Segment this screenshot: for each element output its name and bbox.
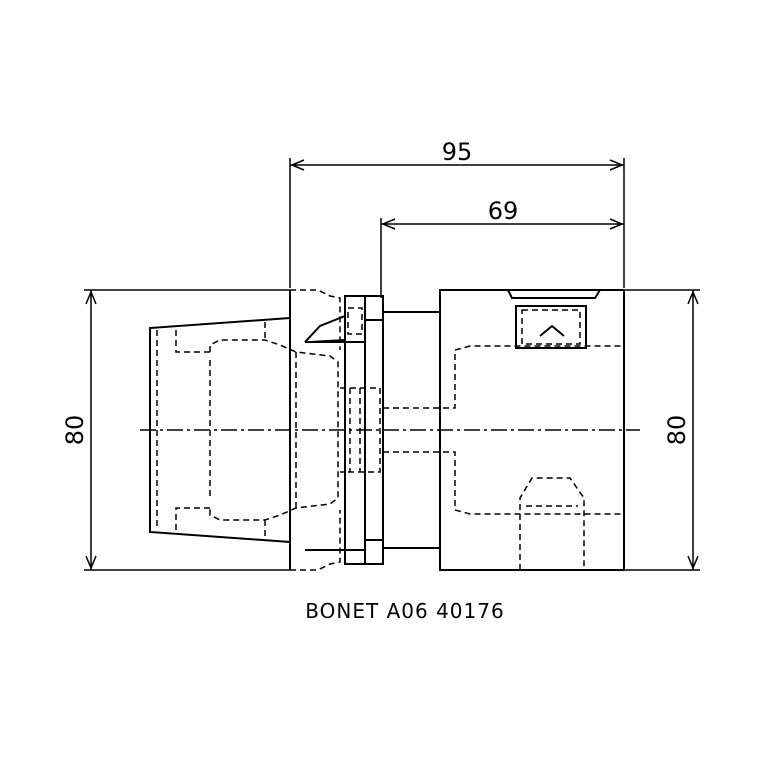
dimension-80-right: 80 <box>624 289 700 571</box>
dimension-95: 95 <box>289 138 625 288</box>
flange-collar <box>290 289 384 571</box>
left-hidden-lines <box>156 322 339 538</box>
dimension-80-left: 80 <box>61 289 290 571</box>
dimension-69: 69 <box>380 197 624 298</box>
left-taper-shank <box>149 290 291 570</box>
dimension-label-80-right: 80 <box>663 415 691 446</box>
dimension-label-80-left: 80 <box>61 415 89 446</box>
neck <box>383 311 624 549</box>
right-body <box>439 289 625 571</box>
dimension-label-95: 95 <box>442 138 473 166</box>
drawing-caption: BONET A06 40176 <box>305 599 504 623</box>
dimension-label-69: 69 <box>488 197 519 225</box>
